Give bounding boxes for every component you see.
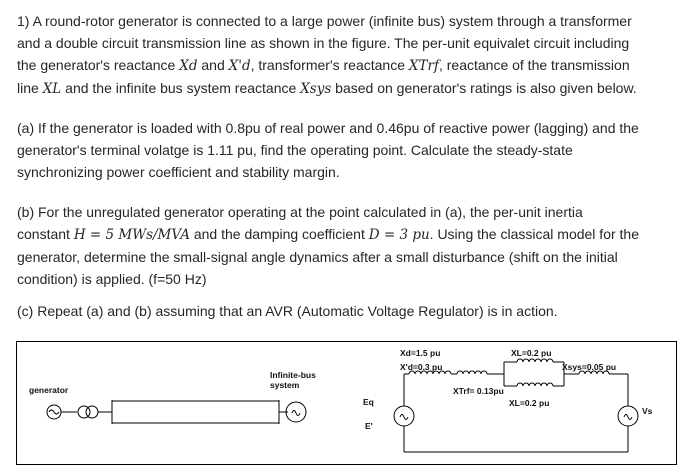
- xd-symbol: Xd: [179, 58, 198, 74]
- xtrf-label: XTrf= 0.13pu: [453, 386, 504, 396]
- text: based on generator's ratings is also giv…: [331, 80, 637, 96]
- text: line: [17, 80, 43, 96]
- xl-top-label: XL=0.2 pu: [511, 348, 551, 358]
- infinite-bus-source: [285, 401, 307, 423]
- vs-label: Vs: [642, 406, 653, 416]
- xl-top-inductor: [516, 358, 554, 363]
- part-a-line-1: (a) If the generator is loaded with 0.8p…: [17, 120, 639, 136]
- xl-symbol: XL: [42, 81, 62, 97]
- xd-prime-label: X'd=0.3 pu: [400, 362, 442, 372]
- xsys-symbol: Xsys: [300, 81, 332, 97]
- circuit-figure: generator Infinite-bus system Eq E' Xd=1…: [16, 341, 677, 465]
- part-c-line-1: (c) Repeat (a) and (b) assuming that an …: [17, 303, 558, 319]
- text: , reactance of the transmission: [438, 57, 630, 73]
- xl-bottom-inductor: [516, 382, 554, 387]
- generator-label: generator: [29, 385, 69, 395]
- part-c-paragraph: (c) Repeat (a) and (b) assuming that an …: [17, 300, 685, 322]
- eprime-label: E': [365, 421, 373, 431]
- part-b-line-1: (b) For the unregulated generator operat…: [17, 204, 583, 220]
- infinite-bus-label-2: system: [270, 380, 300, 390]
- text: constant: [17, 226, 74, 242]
- intro-line-1: 1) A round-rotor generator is connected …: [17, 13, 632, 29]
- damping-formula: D = 3 pu: [368, 227, 430, 243]
- part-b-line-2: constant H = 5 MWs/MVA and the damping c…: [17, 223, 685, 246]
- intro-paragraph: 1) A round-rotor generator is connected …: [17, 10, 685, 100]
- intro-line-2: and a double circuit transmission line a…: [17, 35, 630, 51]
- text: . Using the classical model for the: [429, 226, 639, 242]
- eq-label: Eq: [363, 397, 374, 407]
- text: and the infinite bus system reactance: [61, 80, 301, 96]
- part-b-paragraph: (b) For the unregulated generator operat…: [17, 201, 685, 290]
- part-b-line-3: generator, determine the small-signal an…: [17, 249, 618, 265]
- intro-line-4: line XL and the infinite bus system reac…: [17, 77, 685, 100]
- xtrf-inductor: [456, 370, 488, 375]
- transformer-winding-2: [85, 405, 99, 419]
- part-a-paragraph: (a) If the generator is loaded with 0.8p…: [17, 117, 685, 183]
- circuit-diagram: generator Infinite-bus system Eq E' Xd=1…: [29, 348, 653, 453]
- infinite-bus-label-1: Infinite-bus: [270, 370, 316, 380]
- xl-bottom-label: XL=0.2 pu: [509, 398, 549, 408]
- intro-line-3: the generator's reactance Xd and X'd, tr…: [17, 54, 685, 77]
- xtrf-symbol: XTrf: [408, 58, 439, 74]
- part-a-line-3: synchronizing power coefficient and stab…: [17, 164, 340, 180]
- xsys-inductor: [578, 370, 610, 375]
- part-b-line-4: condition) is applied. (f=50 Hz): [17, 271, 207, 287]
- xd-prime-symbol: X'd: [228, 58, 251, 74]
- text: and: [197, 57, 229, 73]
- part-a-line-2: generator's terminal volatge is 1.11 pu,…: [17, 142, 573, 158]
- text: , transformer's reactance: [250, 57, 409, 73]
- xsys-label: Xsys=0.05 pu: [562, 362, 616, 372]
- text: and the damping coefficient: [189, 226, 369, 242]
- transformer-winding-1: [77, 405, 91, 419]
- xd-label: Xd=1.5 pu: [400, 348, 440, 358]
- inertia-formula: H = 5 MWs/MVA: [73, 227, 190, 243]
- xd-inductor: [408, 370, 452, 375]
- text: the generator's reactance: [17, 57, 180, 73]
